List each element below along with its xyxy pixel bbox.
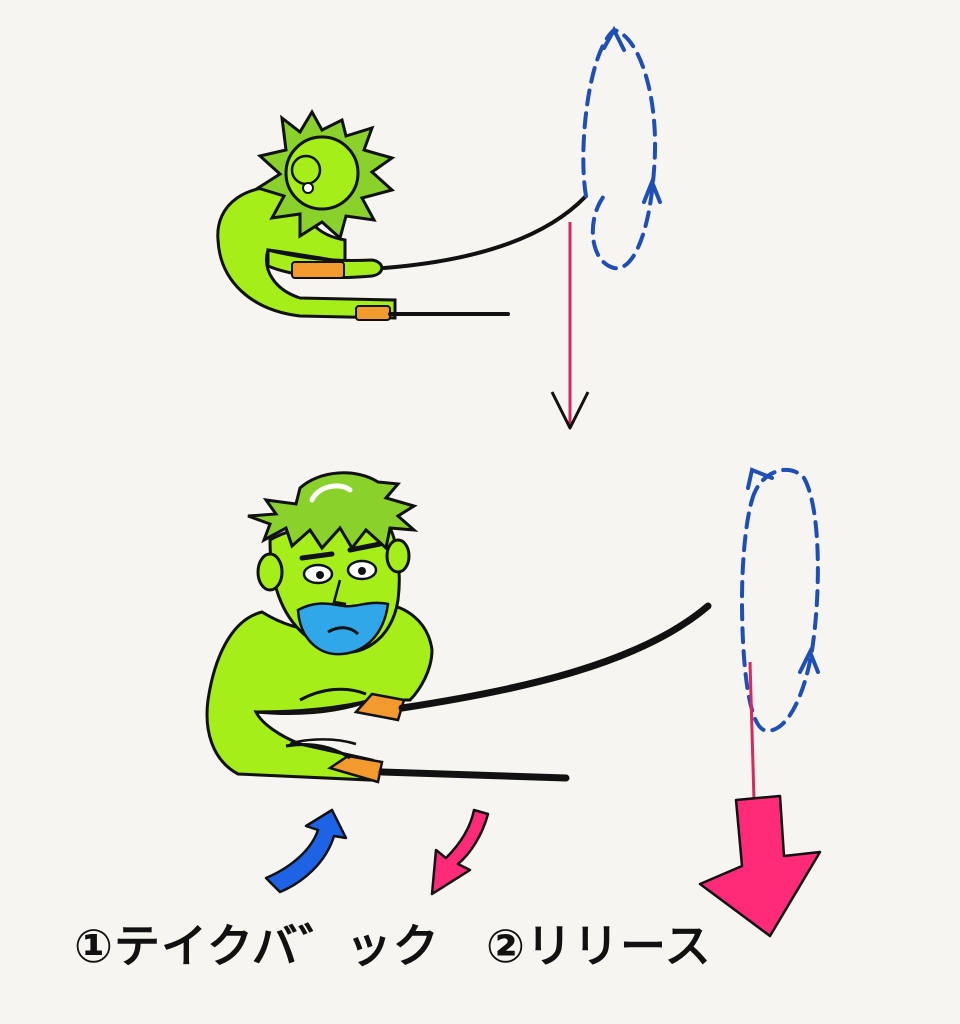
- top-head-dot: [302, 182, 314, 194]
- bottom-left-brow: [299, 551, 335, 561]
- bottom-dashed-loop: [739, 467, 820, 733]
- bottom-forearm-lower: [285, 743, 351, 760]
- top-rower-figure: [216, 109, 588, 321]
- caption-takeback: ①テイクバ゛ック: [74, 919, 440, 973]
- bottom-arm-line: [255, 698, 373, 714]
- top-loop-arrowhead-b: [642, 176, 662, 204]
- bottom-oar-lower: [378, 768, 570, 782]
- bottom-hair: [247, 471, 419, 551]
- bottom-left-ear: [256, 552, 284, 592]
- bottom-arm-line-2: [289, 738, 357, 746]
- caption-release: ②リリース: [486, 919, 712, 973]
- bottom-loop-arrowhead-a: [746, 467, 774, 490]
- top-head: [284, 135, 360, 211]
- bottom-grip-lower: [327, 754, 384, 784]
- top-oar-upper: [382, 194, 588, 270]
- bottom-right-brow: [347, 541, 383, 553]
- bottom-hair-shine: [309, 483, 353, 503]
- bottom-oar-upper: [398, 602, 712, 712]
- release-big-down-arrow: [698, 661, 822, 938]
- top-dashed-loop: [581, 25, 662, 271]
- top-loop-arrowhead-a: [602, 25, 626, 52]
- release-small-down-arrow: [430, 808, 490, 896]
- top-drop-arrow: [550, 222, 590, 430]
- bottom-right-ear: [385, 538, 411, 574]
- top-body: [216, 185, 397, 320]
- top-grip-upper: [291, 261, 345, 279]
- bottom-grip-upper: [353, 692, 406, 722]
- top-grip-lower: [355, 305, 391, 321]
- bottom-nose: [332, 579, 347, 606]
- takeback-up-arrow: [264, 808, 348, 894]
- bottom-loop-arrowhead-b: [798, 647, 820, 674]
- bottom-mouth: [327, 626, 360, 636]
- bottom-rower-figure: [205, 471, 712, 784]
- bottom-forearm-upper: [299, 687, 367, 702]
